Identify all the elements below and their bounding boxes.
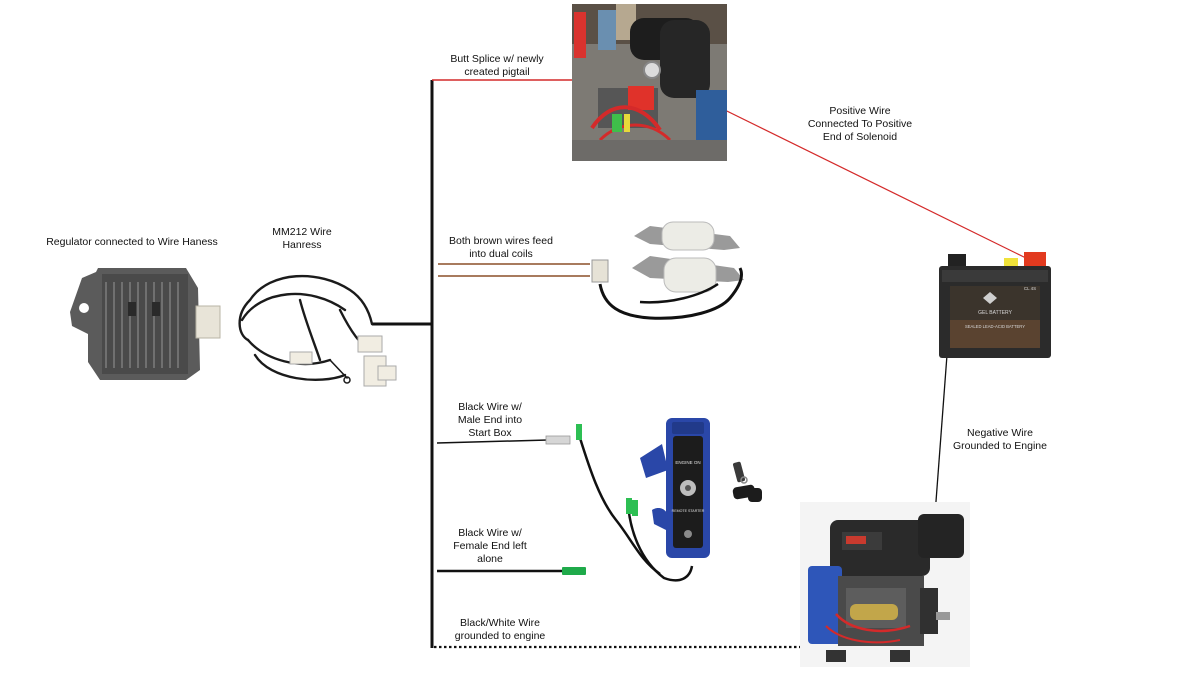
regulator-label: Regulator connected to Wire Haness [42, 236, 222, 249]
brown-wires-label-line-2: into dual coils [469, 248, 533, 260]
black-male-label-line-2: Male End into [457, 414, 523, 426]
positive-wire-label-line-2: Connected To Positive [807, 118, 913, 130]
black-white-label-line-2: grounded to engine [454, 630, 546, 642]
black-male-wire [436, 439, 549, 444]
harness-label-line-2: Hanress [282, 239, 322, 251]
butt-splice-label-line-1: Butt Splice w/ newly [450, 53, 544, 65]
regulator [70, 268, 221, 380]
positive-wire-label-line-3: End of Solenoid [822, 131, 898, 143]
black-female-label-line-1: Black Wire w/ [458, 527, 522, 539]
butt-splice-label-line-2: created pigtail [464, 66, 530, 78]
engine [800, 502, 970, 667]
battery-model-text: GEL BATTERY [978, 310, 1012, 316]
male-connector [545, 435, 571, 445]
black-white-label: Black/White Wire grounded to engine [440, 617, 560, 643]
wire-harness [238, 274, 397, 387]
brown-wires-label: Both brown wires feed into dual coils [436, 235, 566, 261]
black-male-label-line-1: Black Wire w/ [458, 401, 522, 413]
battery-label-text: SEALED LEAD-ACID BATTERY [965, 324, 1025, 329]
black-female-label-line-3: alone [477, 553, 503, 565]
butt-splice-label: Butt Splice w/ newly created pigtail [432, 53, 562, 79]
wires [372, 79, 1031, 649]
start-box-middle-text: REMOTE STARTER [672, 509, 705, 513]
negative-wire-label: Negative Wire Grounded to Engine [940, 427, 1060, 453]
brown-wires-label-line-1: Both brown wires feed [449, 235, 553, 247]
solenoid-photo [572, 4, 727, 161]
start-box-top-text: ENGINE ON [675, 460, 700, 465]
negative-wire-label-line-2: Grounded to Engine [953, 440, 1047, 452]
positive-wire-label: Positive Wire Connected To Positive End … [795, 105, 925, 144]
black-female-label: Black Wire w/ Female End left alone [440, 527, 540, 566]
harness-label-line-1: MM212 Wire [272, 226, 332, 238]
black-male-label: Black Wire w/ Male End into Start Box [440, 401, 540, 440]
battery: GEL BATTERY SEALED LEAD-ACID BATTERY CL … [939, 252, 1051, 358]
female-connector [562, 567, 586, 575]
harness-label: MM212 Wire Hanress [252, 226, 352, 252]
positive-red-wire [679, 87, 1031, 261]
ignition-coils [591, 221, 744, 320]
regulator-label-line: Regulator connected to Wire Haness [46, 236, 218, 248]
positive-wire-label-line-1: Positive Wire [829, 105, 891, 117]
keys [732, 461, 762, 502]
black-white-label-line-1: Black/White Wire [460, 617, 540, 629]
battery-code-text: CL 4S [1024, 286, 1036, 291]
black-female-label-line-2: Female End left [453, 540, 527, 552]
black-male-label-line-3: Start Box [468, 427, 512, 439]
negative-wire-label-line-1: Negative Wire [967, 427, 1033, 439]
start-box: ENGINE ON REMOTE STARTER [576, 418, 710, 582]
negative-ground-wire [933, 354, 948, 529]
